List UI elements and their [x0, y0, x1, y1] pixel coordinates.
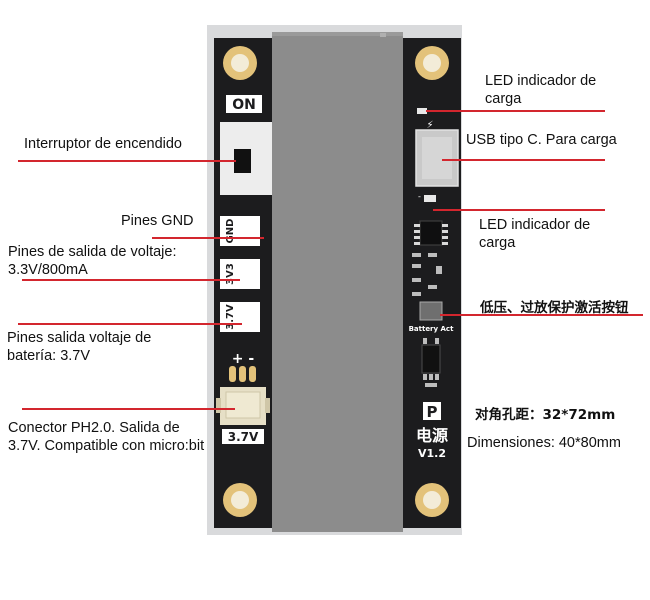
polarity-marking: + - — [232, 351, 255, 367]
battery-pad-1 — [229, 366, 236, 382]
callout-dimensions: Dimensiones: 40*80mm — [467, 435, 621, 451]
ic-chip — [419, 220, 443, 246]
ph20-tab-left — [216, 398, 221, 413]
callout-usb: USB tipo C. Para carga — [466, 132, 617, 148]
callout-led-top: LED indicador de carga — [485, 73, 597, 107]
on-label: ON — [232, 97, 256, 113]
callout-line-gnd — [152, 237, 264, 239]
callout-gnd: Pines GND — [121, 213, 194, 229]
module-marker — [380, 33, 386, 37]
callout-line-button — [440, 314, 643, 316]
pcb-dash-marking: - — [418, 192, 421, 201]
battery-act-button — [419, 301, 443, 321]
ph20-tab-right — [265, 398, 270, 413]
header-3v3-label: 3V3 — [225, 263, 236, 285]
header-37v-label: 3.7V — [225, 304, 236, 330]
power-switch-knob — [234, 149, 251, 173]
callout-line-v33 — [22, 279, 240, 281]
callout-ph20: Conector PH2.0. Salida de 3.7V. Compatib… — [8, 420, 205, 454]
transistor — [421, 344, 441, 374]
ph20-connector-inner — [225, 391, 261, 419]
battery-act-label: Battery Act — [409, 325, 455, 333]
callout-button: 低压、过放保护激活按钮 — [480, 300, 629, 316]
logo-letter: P — [427, 403, 438, 421]
header-3v3-block — [220, 259, 260, 289]
header-37v-block — [220, 302, 260, 332]
logo-cn: 电源 — [416, 426, 448, 445]
mounting-hole-top-left — [223, 46, 257, 80]
mounting-hole-bottom-right — [415, 483, 449, 517]
connector-label-box — [222, 429, 264, 444]
callout-v33: Pines de salida de voltaje: 3.3V/800mA — [8, 244, 177, 278]
callout-line-v37 — [18, 323, 242, 325]
mounting-hole-top-right — [415, 46, 449, 80]
usb-c-port-shine — [422, 137, 452, 179]
module-body — [272, 32, 403, 532]
logo-box — [423, 402, 441, 420]
battery-pad-2 — [239, 366, 246, 382]
smd-components — [412, 253, 442, 296]
connector-label: 3.7V — [228, 430, 259, 444]
header-gnd-block — [220, 216, 260, 246]
callout-line-switch — [18, 160, 236, 162]
ic-chip-pins — [414, 224, 448, 245]
on-label-box — [226, 95, 262, 113]
charge-led-top — [417, 108, 427, 114]
module-edge-top — [272, 32, 403, 36]
callout-hole-spacing: 对角孔距：32*72mm — [475, 407, 616, 423]
callout-led-bottom: LED indicador de carga — [479, 217, 591, 251]
charge-led-bottom — [424, 195, 436, 202]
callout-switch: Interruptor de encendido — [24, 136, 182, 152]
mounting-hole-bottom-left — [223, 483, 257, 517]
callout-line-led-top — [426, 110, 605, 112]
version-label: V1.2 — [418, 447, 446, 460]
callout-line-led-bottom — [433, 209, 605, 211]
callout-line-usb — [442, 159, 605, 161]
battery-pad-3 — [249, 366, 256, 382]
header-gnd-label: GND — [225, 219, 236, 244]
transistor-pins — [423, 338, 439, 387]
callout-v37: Pines salida voltaje de batería: 3.7V — [7, 330, 152, 364]
lightning-icon: ⚡ — [426, 120, 433, 131]
pcb-right-strip — [403, 38, 461, 528]
callout-line-ph20 — [22, 408, 235, 410]
